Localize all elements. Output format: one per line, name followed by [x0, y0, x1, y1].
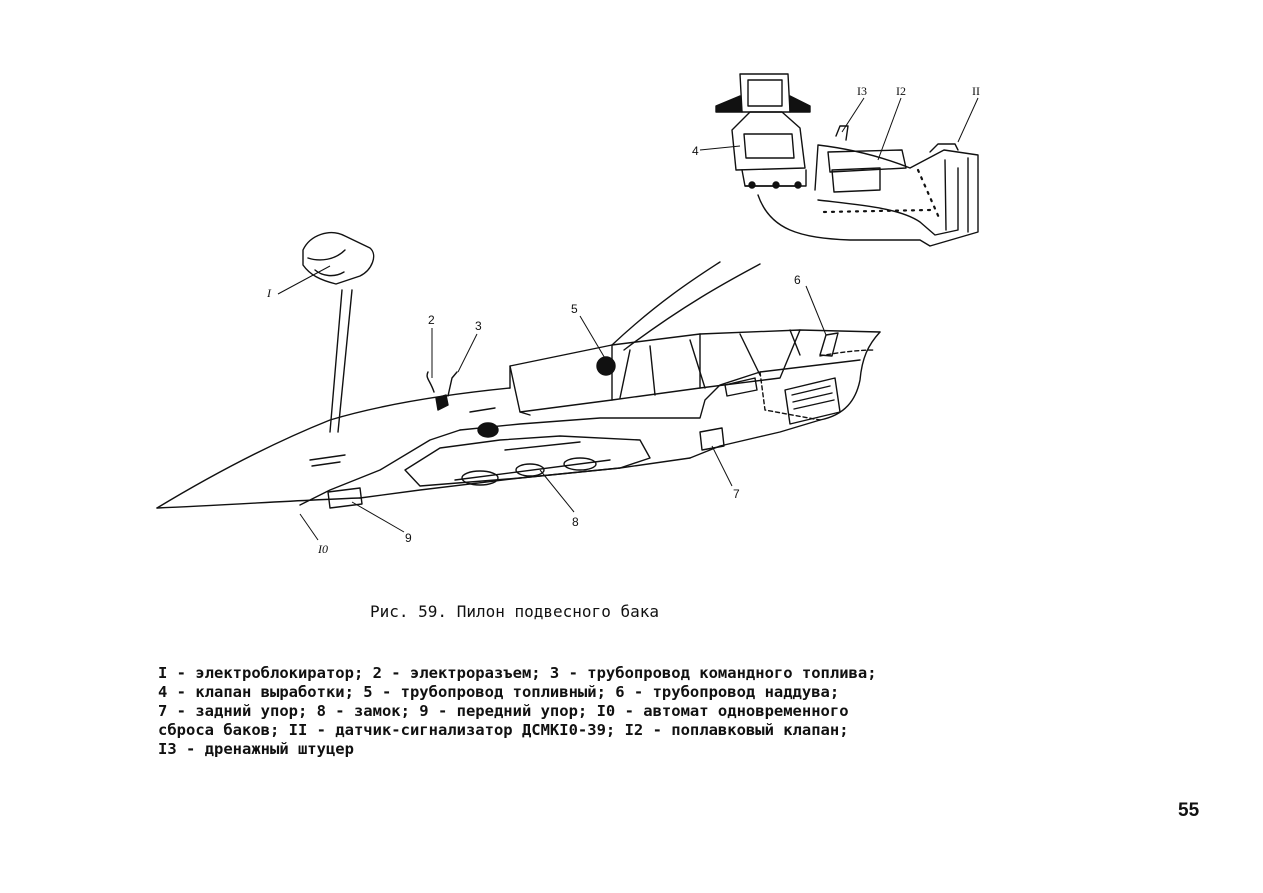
pylon-drawing: I 2 3 4 5 6 7 8 9 I0 II I2 I3: [156, 73, 980, 556]
callout-2: 2: [428, 313, 435, 327]
pylon-figure: I 2 3 4 5 6 7 8 9 I0 II I2 I3: [156, 73, 980, 556]
figure-caption: Рис. 59. Пилон подвесного бака: [370, 602, 659, 621]
callout-12: I2: [896, 84, 906, 98]
callout-7: 7: [733, 487, 740, 501]
leader-lines: [277, 97, 979, 541]
page-number: 55: [1178, 800, 1200, 821]
legend-line: I - электроблокиратор; 2 - электроразъем…: [158, 664, 877, 682]
callout-10: I0: [317, 542, 328, 556]
valve-assembly-detail: [715, 73, 979, 247]
callout-1: I: [266, 286, 272, 300]
callout-4: 4: [692, 144, 699, 158]
callout-3: 3: [475, 319, 482, 333]
callout-8: 8: [572, 515, 579, 529]
legend-line: I3 - дренажный штуцер: [158, 740, 354, 758]
callout-13: I3: [857, 84, 867, 98]
legend-line: 4 - клапан выработки; 5 - трубопровод то…: [158, 683, 840, 701]
legend-line: сброса баков; II - датчик-сигнализатор Д…: [158, 721, 849, 739]
legend-line: 7 - задний упор; 8 - замок; 9 - передний…: [158, 702, 849, 720]
callout-9: 9: [405, 531, 412, 545]
pylon-body: [156, 329, 881, 509]
callout-5: 5: [571, 302, 578, 316]
callout-11: II: [972, 84, 980, 98]
electroblocker-detail: [302, 232, 375, 433]
figure-legend: I - электроблокиратор; 2 - электроразъем…: [158, 664, 1058, 759]
callout-6: 6: [794, 273, 801, 287]
